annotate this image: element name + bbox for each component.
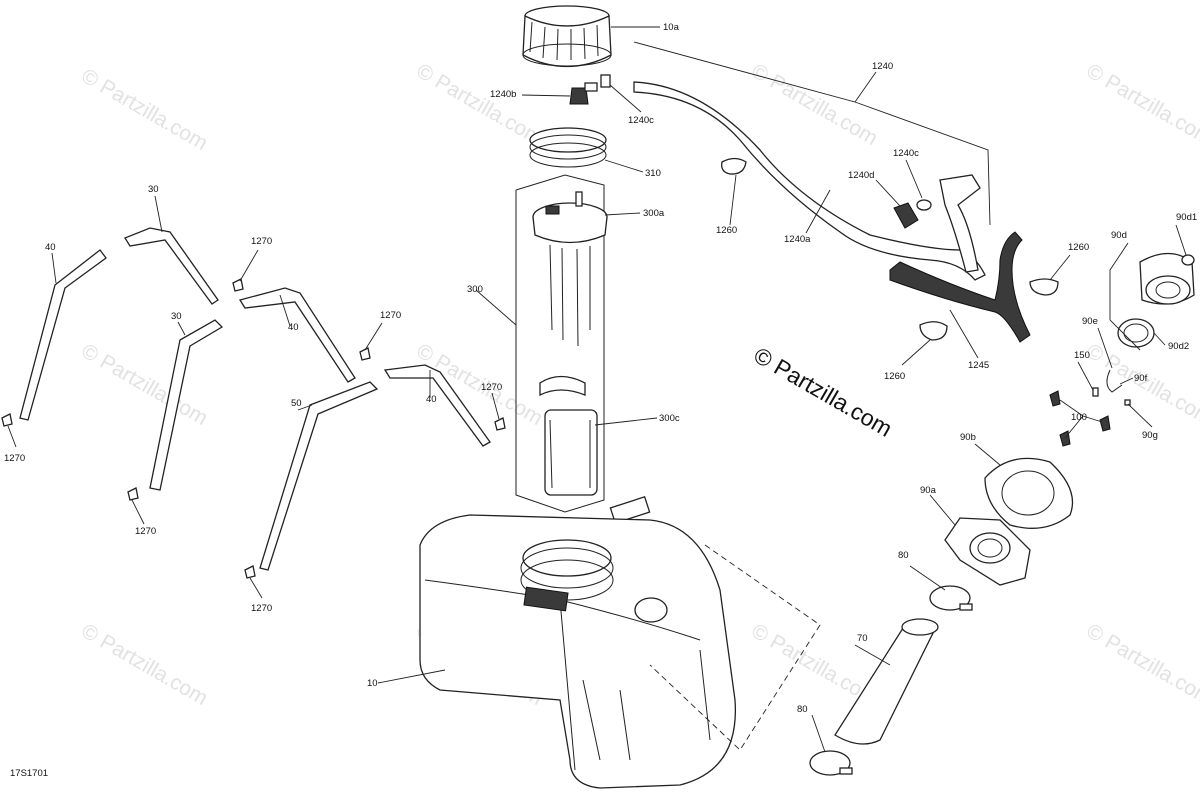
callout-1270-b: 1270 xyxy=(135,526,156,537)
watermark: © Partzilla.com xyxy=(1083,59,1200,150)
callout-1270-f: 1270 xyxy=(481,382,502,393)
fitting-1240c-mid[interactable] xyxy=(916,199,932,211)
callout-40-left: 40 xyxy=(45,242,56,253)
gasket-90d2[interactable] xyxy=(1117,318,1155,348)
filler-cap-90d[interactable] xyxy=(1139,252,1195,305)
vent-valve-1240b[interactable] xyxy=(569,82,598,105)
clip-1270-b[interactable] xyxy=(127,487,139,501)
filler-hose-70[interactable] xyxy=(834,618,939,745)
gasket-310[interactable] xyxy=(529,127,607,168)
hose-clamp-80-top[interactable] xyxy=(929,585,973,611)
hose-clamp-80-bottom[interactable] xyxy=(809,750,853,776)
figure-id: 17S1701 xyxy=(10,768,48,779)
callout-310: 310 xyxy=(645,168,661,179)
callout-90g: 90g xyxy=(1142,430,1158,441)
callout-80-top: 80 xyxy=(898,550,909,561)
callout-40-right: 40 xyxy=(426,394,437,405)
clamp-1260-a[interactable] xyxy=(721,157,747,175)
pump-flange-300a[interactable] xyxy=(532,191,608,347)
callout-40-middle: 40 xyxy=(288,322,299,333)
hose-1245[interactable] xyxy=(889,231,1031,343)
callout-10a: 10a xyxy=(663,22,680,33)
clip-1270-c[interactable] xyxy=(244,565,256,579)
watermark: © Partzilla.com xyxy=(78,619,212,710)
lock-ring-10a[interactable] xyxy=(522,5,612,68)
callout-1240a: 1240a xyxy=(784,234,811,245)
watermark: © Partzilla.com xyxy=(1083,619,1200,710)
strap-30-lower[interactable] xyxy=(149,319,224,491)
callout-1240c-mid: 1240c xyxy=(893,148,919,159)
callout-1260-c: 1260 xyxy=(884,371,905,382)
connector-1240d[interactable] xyxy=(893,202,919,229)
vent-hose-1240[interactable] xyxy=(633,81,986,281)
watermark: © Partzilla.com xyxy=(413,339,547,430)
screws-100-150[interactable] xyxy=(1049,387,1131,447)
clip-1270-d[interactable] xyxy=(232,278,244,292)
watermark: © Partzilla.com xyxy=(78,64,212,155)
callout-labels: 10a 1240 1240b 1240c 310 300a 1240c 1240… xyxy=(4,22,1197,715)
strap-50[interactable] xyxy=(259,381,379,571)
callout-1260-a: 1260 xyxy=(716,225,737,236)
callout-1270-a: 1270 xyxy=(4,453,25,464)
callout-1245: 1245 xyxy=(968,360,989,371)
fuel-pump-module-300[interactable] xyxy=(515,174,605,513)
callout-90d1: 90d1 xyxy=(1176,212,1197,223)
callout-1240: 1240 xyxy=(872,61,893,72)
callout-90b: 90b xyxy=(960,432,976,443)
callout-1270-d: 1270 xyxy=(251,236,272,247)
watermark: © Partzilla.com xyxy=(78,339,212,430)
clip-1270-f[interactable] xyxy=(494,417,506,431)
callout-300a: 300a xyxy=(643,208,665,219)
cap-seal-90d1[interactable] xyxy=(1181,254,1195,266)
callout-70: 70 xyxy=(857,633,868,644)
strap-40-middle[interactable] xyxy=(238,287,356,383)
clamp-1260-c[interactable] xyxy=(919,321,948,341)
callout-1240c-top: 1240c xyxy=(628,115,654,126)
fuel-tank-10[interactable] xyxy=(419,514,737,789)
callout-1270-e: 1270 xyxy=(380,310,401,321)
strap-30-upper[interactable] xyxy=(124,227,219,305)
callout-90d: 90d xyxy=(1111,230,1127,241)
callout-50: 50 xyxy=(291,398,302,409)
strap-40-left[interactable] xyxy=(19,249,107,421)
callout-1240b: 1240b xyxy=(490,89,516,100)
filler-neck-90a[interactable] xyxy=(944,517,1031,586)
callout-10: 10 xyxy=(367,678,378,689)
callout-1240d: 1240d xyxy=(848,170,874,181)
hook-90e[interactable] xyxy=(1106,369,1123,393)
strap-40-right[interactable] xyxy=(383,364,491,447)
clip-1270-a[interactable] xyxy=(1,413,13,427)
callout-30-upper: 30 xyxy=(148,184,159,195)
brand-watermark: © Partzilla.com xyxy=(750,342,897,442)
callout-90f: 90f xyxy=(1134,373,1148,384)
leader-lines xyxy=(7,26,1187,753)
clamp-1260-b[interactable] xyxy=(1029,278,1059,296)
pump-assembly-300c[interactable] xyxy=(539,375,651,524)
callout-90d2: 90d2 xyxy=(1168,341,1189,352)
callout-90a: 90a xyxy=(920,485,937,496)
callout-300: 300 xyxy=(467,284,483,295)
callout-90e: 90e xyxy=(1082,316,1098,327)
callout-30-lower: 30 xyxy=(171,311,182,322)
filler-gasket-90b[interactable] xyxy=(984,457,1074,529)
fitting-1240c-top[interactable] xyxy=(600,74,611,88)
callout-1260-b: 1260 xyxy=(1068,242,1089,253)
callout-150: 150 xyxy=(1074,350,1090,361)
callout-1270-c: 1270 xyxy=(251,603,272,614)
dashed-outline xyxy=(649,544,821,751)
watermark: © Partzilla.com xyxy=(413,59,547,150)
callout-300c: 300c xyxy=(659,413,680,424)
callout-100: 100 xyxy=(1071,412,1087,423)
callout-80-bottom: 80 xyxy=(797,704,808,715)
